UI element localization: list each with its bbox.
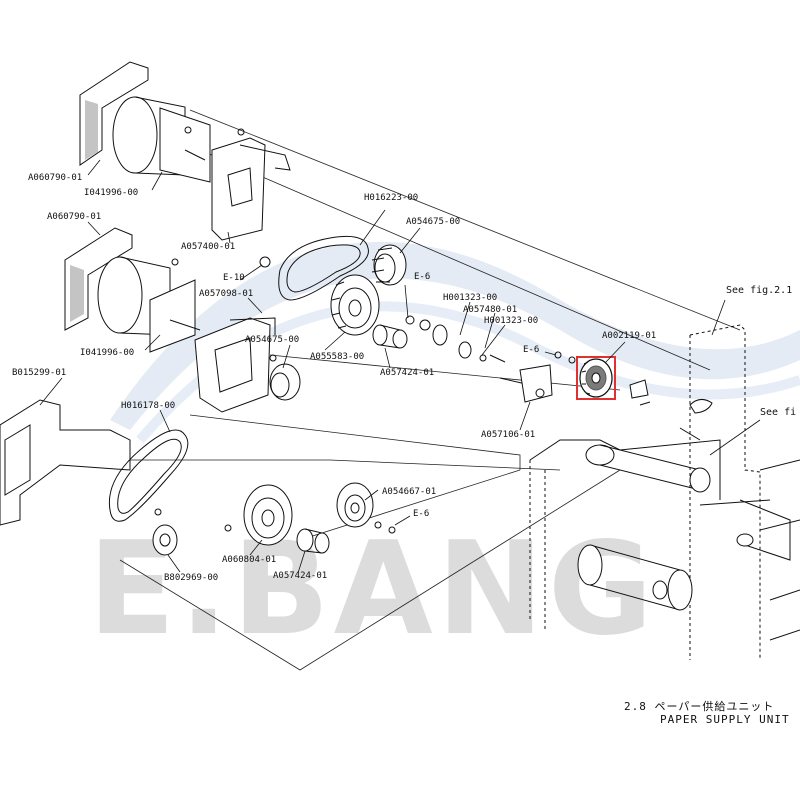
pulley-b802969 [152, 508, 178, 556]
label-a060804: A060804-01 [222, 555, 277, 565]
watermark-wave [110, 241, 800, 430]
label-b015299: B015299-01 [12, 368, 67, 378]
label-i041996-mid: I041996-00 [80, 348, 135, 358]
motor-top [112, 96, 211, 183]
label-h016178: H016178-00 [121, 401, 176, 411]
label-a057400: A057400-01 [181, 242, 236, 252]
gear-small-mid [269, 354, 301, 401]
label-e6-top: E-6 [414, 272, 431, 282]
label-a057480: A057480-01 [463, 305, 518, 315]
caption-title-en: PAPER SUPPLY UNIT [660, 713, 790, 726]
timing-belt-bottom [108, 429, 189, 522]
bushing-bottom [296, 528, 330, 554]
motor-plate-mid [194, 317, 276, 413]
label-h001323-a: H001323-00 [443, 293, 498, 303]
label-a055583: A055583-00 [310, 352, 365, 362]
bushing-top [372, 324, 408, 349]
label-a057098: A057098-01 [199, 289, 254, 299]
see-fig-reference-1: See fig.2.1 [726, 285, 793, 296]
label-a060790-mid: A060790-01 [47, 212, 102, 222]
label-b802969: B802969-00 [164, 573, 219, 583]
gear-a054667 [336, 482, 396, 534]
motor-bracket-mid [64, 227, 133, 331]
caption-section-jp: 2.8 ペーパー供給ユニット [624, 700, 775, 713]
shaft-plate [499, 364, 553, 403]
label-e6-bottom: E-6 [413, 509, 430, 519]
motor-bracket-top [79, 61, 149, 166]
motor-mid [97, 256, 201, 353]
label-i041996-top: I041996-00 [84, 188, 139, 198]
gear-a002119 [579, 358, 613, 398]
label-a057424-top: A057424-01 [380, 368, 435, 378]
label-a054675-mid: A054675-00 [245, 335, 300, 345]
label-h016223: H016223-00 [364, 193, 419, 203]
bracket-bottom [0, 399, 131, 526]
label-a057424-bottom: A057424-01 [273, 571, 328, 581]
label-e6-mid: E-6 [523, 345, 540, 355]
guide-lines [119, 109, 741, 671]
timing-belt-top [278, 235, 369, 301]
highlight-box [576, 356, 616, 400]
label-h001323-b: H001323-00 [484, 316, 539, 326]
watermark-text: E.BANG [88, 515, 657, 664]
gear-large-top [330, 274, 380, 336]
label-a057106: A057106-01 [481, 430, 536, 440]
clip-e10 [259, 256, 271, 268]
label-a002119: A002119-01 [602, 331, 657, 341]
leader-lines [39, 159, 761, 574]
label-a054667: A054667-01 [382, 487, 437, 497]
motor-plate-top [211, 128, 291, 241]
washers-row [405, 315, 576, 364]
label-a060790-top: A060790-01 [28, 173, 83, 183]
label-e10: E-10 [223, 273, 245, 283]
see-fig-reference-2: See fi [760, 407, 797, 418]
main-frame [529, 324, 800, 660]
gear-a060804 [224, 484, 293, 546]
label-a054675-top: A054675-00 [406, 217, 461, 227]
gear-small-top [371, 244, 407, 286]
